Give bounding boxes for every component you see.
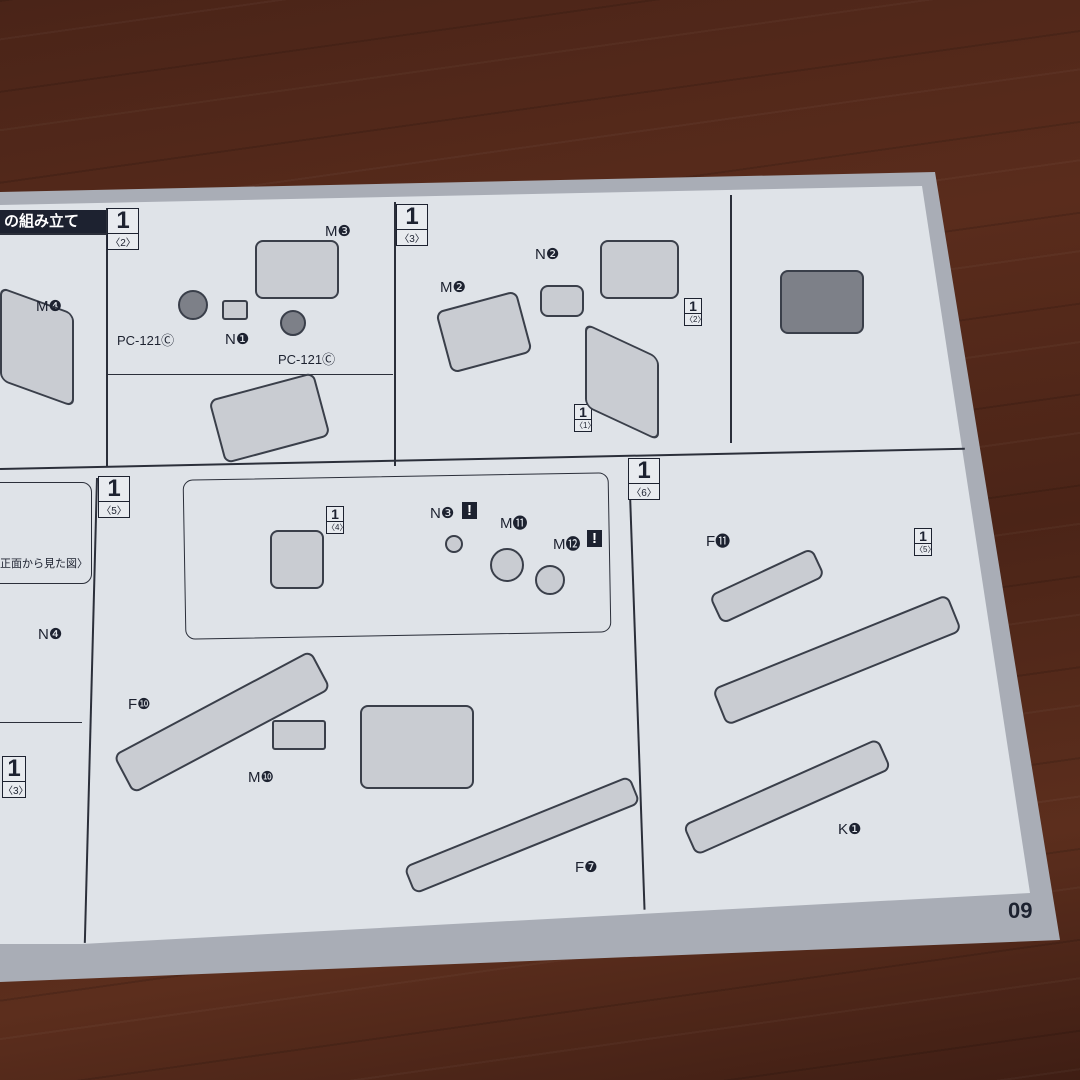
divider xyxy=(108,374,393,376)
part-n2 xyxy=(540,285,584,317)
part-housing xyxy=(270,530,324,589)
part-m10 xyxy=(272,720,326,750)
label-f7: F❼ xyxy=(575,859,598,876)
step-badge: 1〈6〉 xyxy=(628,458,660,500)
part-joint xyxy=(360,705,474,789)
callout-bubble xyxy=(0,482,92,584)
caution-icon: ! xyxy=(462,502,477,519)
label-front-view: 正面から見た図〉 xyxy=(0,558,88,570)
part-assembled xyxy=(780,270,864,334)
part-m11 xyxy=(490,548,524,582)
ref-badge: 1〈2〉 xyxy=(684,298,706,326)
label-k1: K❶ xyxy=(838,821,862,838)
section-title: の組み立て xyxy=(0,210,110,234)
label-m3: M❸ xyxy=(325,223,351,240)
ref-badge: 1〈5〉 xyxy=(914,528,936,556)
label-n1: N❶ xyxy=(225,331,250,348)
part-n1 xyxy=(222,300,248,320)
part-m12 xyxy=(535,565,565,595)
divider xyxy=(0,233,110,235)
ref-badge: 1〈4〉 xyxy=(326,506,348,534)
divider xyxy=(106,208,108,466)
page-number: 09 xyxy=(1008,898,1033,923)
divider xyxy=(0,722,82,724)
label-m4: M❹ xyxy=(36,298,62,315)
ref-badge: 1〈1〉 xyxy=(574,404,596,432)
polycap xyxy=(280,310,306,336)
label-n3: N❸ xyxy=(430,505,455,522)
label-n2: N❷ xyxy=(535,246,560,263)
step-badge: 1〈3〉 xyxy=(396,204,428,246)
caution-icon: ! xyxy=(587,530,602,547)
label-pc121: PC-121Ⓒ xyxy=(278,352,336,367)
label-m2: M❷ xyxy=(440,279,466,296)
part-m3 xyxy=(255,240,339,299)
callout-bubble xyxy=(182,472,612,640)
label-pc121: PC-121Ⓒ xyxy=(117,333,175,348)
label-f10: F❿ xyxy=(128,696,151,713)
divider xyxy=(730,195,732,443)
divider xyxy=(394,202,396,466)
label-n4: N❹ xyxy=(38,626,63,643)
label-f11: F⓫ xyxy=(706,533,731,550)
polycap xyxy=(178,290,208,320)
part-n3 xyxy=(445,535,463,553)
step-badge: 1〈3〉 xyxy=(2,755,29,798)
step-badge: 1〈5〉 xyxy=(98,476,130,518)
label-m11: M⓫ xyxy=(500,515,528,532)
label-m12: M⓬ xyxy=(553,536,581,553)
step-badge: 1〈2〉 xyxy=(107,208,139,250)
label-m10: M❿ xyxy=(248,769,274,786)
part-housing xyxy=(600,240,679,299)
